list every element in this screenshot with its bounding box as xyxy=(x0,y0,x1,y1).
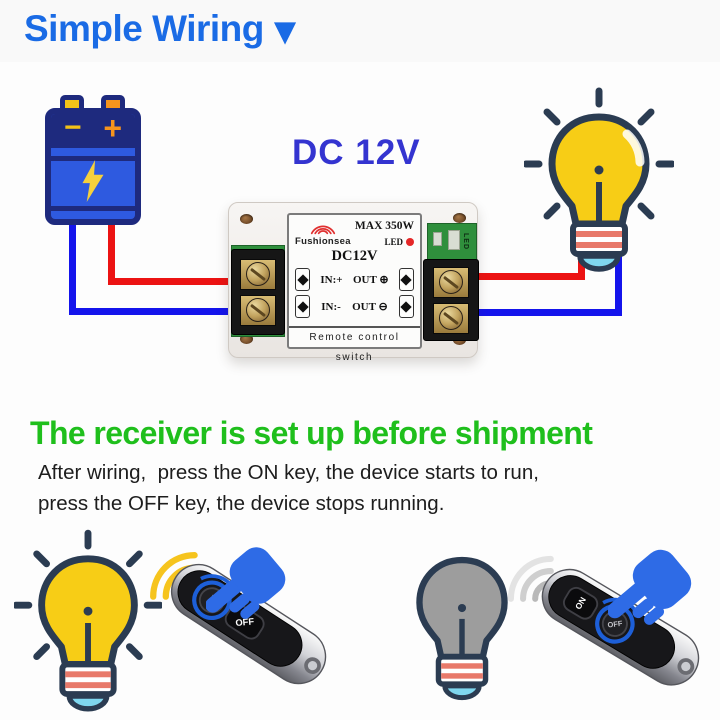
wire-blue-to-bulb xyxy=(615,246,622,316)
screw-slot-icon xyxy=(400,300,413,313)
battery-divider xyxy=(51,206,135,211)
wifi-icon xyxy=(310,225,336,235)
arrow-down-icon: ▼ xyxy=(273,14,296,48)
battery-top-band: − + xyxy=(51,110,135,148)
battery-divider xyxy=(51,156,135,161)
in-plus-label: IN:+ xyxy=(320,273,343,286)
hand-press-icon xyxy=(206,547,286,619)
headline: The receiver is set up before shipment xyxy=(30,415,593,451)
wire-red-from-out-plus xyxy=(448,273,585,280)
terminal-plate xyxy=(433,266,469,298)
io-row-minus: IN:- OUT ⊖ xyxy=(295,294,414,319)
screw-hole xyxy=(453,213,466,223)
pcb-component xyxy=(448,230,460,250)
screw-hole xyxy=(240,334,253,344)
battery: − + xyxy=(45,95,141,225)
model-label: DC12V xyxy=(331,248,378,264)
max-power-label: MAX 350W xyxy=(354,220,414,232)
screw-slot-icon xyxy=(400,273,413,286)
terminal-plate xyxy=(240,258,276,290)
screw-symbol xyxy=(295,268,310,291)
hand-press-icon xyxy=(608,549,692,625)
wire-red-to-in-plus xyxy=(108,278,259,285)
battery-body: − + xyxy=(45,108,141,225)
terminal-plate xyxy=(433,302,469,334)
io-row-plus: IN:+ OUT ⊕ xyxy=(295,267,414,292)
description-line-2: press the OFF key, the device stops runn… xyxy=(38,492,445,515)
screw-symbol xyxy=(398,268,414,291)
pcb-component xyxy=(433,232,442,246)
out-plus-label: OUT ⊕ xyxy=(352,274,389,286)
receiver-module: LED xyxy=(228,202,479,363)
light-bulb-on xyxy=(524,87,674,272)
terminal-screw-in-minus xyxy=(246,298,270,322)
minus-symbol: − xyxy=(63,111,82,144)
in-minus-label: IN:- xyxy=(321,300,341,313)
demo-bulb-off xyxy=(416,556,508,701)
lightning-bolt-icon xyxy=(82,160,104,202)
terminal-screw-in-plus xyxy=(246,262,270,286)
screw-slot-icon xyxy=(296,273,309,286)
brand-block: Fushionsea xyxy=(295,222,351,247)
screw-hole xyxy=(240,214,253,224)
led-indicator: LED xyxy=(384,237,414,247)
off-button-label: OFF xyxy=(607,619,623,630)
receiver-label-panel: Fushionsea MAX 350W LED DC12V IN:+ OUT ⊕ xyxy=(287,213,422,363)
pressed-ring xyxy=(192,580,232,621)
out-minus-label: OUT ⊖ xyxy=(352,301,388,313)
receiver-caption: Remote control switch xyxy=(289,326,420,363)
screw-symbol xyxy=(398,295,414,318)
page-title-text: Simple Wiring xyxy=(24,8,264,49)
input-terminal-block xyxy=(231,249,285,335)
plus-symbol: + xyxy=(103,110,123,146)
off-button-label: OFF xyxy=(235,616,255,628)
wire-blue-to-in-minus xyxy=(69,308,259,315)
demo-bulb-on xyxy=(14,529,162,712)
terminal-screw-out-plus xyxy=(439,270,463,294)
remote-control-off: ON OFF xyxy=(541,568,700,686)
led-dot xyxy=(406,238,414,246)
led-label: LED xyxy=(384,237,403,247)
header-band xyxy=(0,0,720,62)
wire-blue-battery-down xyxy=(69,215,76,315)
wire-blue-from-out-minus xyxy=(448,309,622,316)
screw-slot-icon xyxy=(296,300,309,313)
output-terminal-block xyxy=(423,259,479,341)
brand-name: Fushionsea xyxy=(295,236,351,247)
pcb-led-label: LED xyxy=(462,233,469,250)
voltage-label: DC 12V xyxy=(292,133,421,172)
description-line-1: After wiring, press the ON key, the devi… xyxy=(38,461,539,484)
terminal-plate xyxy=(240,294,276,326)
page-title: Simple Wiring ▼ xyxy=(24,8,296,50)
wire-red-battery-down xyxy=(108,215,115,285)
terminal-screw-out-minus xyxy=(439,306,463,330)
screw-symbol xyxy=(295,295,310,318)
